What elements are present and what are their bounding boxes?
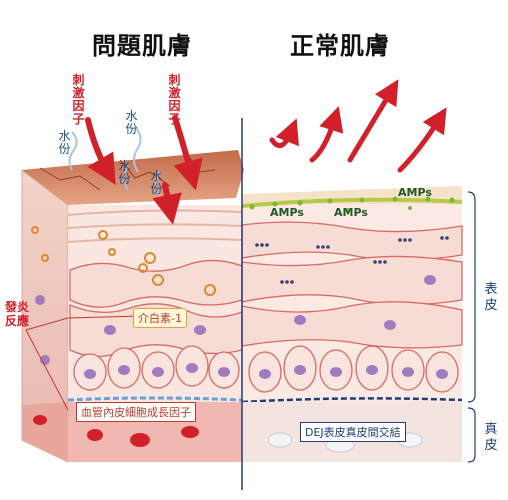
problem-skin-title: 問題肌膚 xyxy=(92,32,192,60)
inflammation-label: 發炎反應 xyxy=(4,300,29,328)
stimulus-label-1: 刺激因子 xyxy=(72,73,85,126)
water-label-2: 水份 xyxy=(125,109,138,136)
stimulus-label-2: 刺激因子 xyxy=(168,73,181,126)
epidermis-label: 表皮 xyxy=(484,282,498,313)
water-label-3: 水份 xyxy=(118,159,131,186)
amps-label-3: AMPs xyxy=(334,206,368,219)
lipid-markers xyxy=(255,236,449,284)
water-label-4: 水份 xyxy=(150,169,163,196)
layer-brackets xyxy=(467,191,476,463)
water-wisps xyxy=(68,127,161,197)
normal-skin-block xyxy=(241,186,463,462)
amps-label-1: AMPs xyxy=(398,186,432,199)
vegf-label: 血管內皮細胞成長因子 xyxy=(76,402,196,422)
stimulus-arrows xyxy=(85,115,203,225)
normal-skin-title: 正常肌膚 xyxy=(290,32,390,60)
water-label-1: 水份 xyxy=(58,129,71,156)
interleukin-label: 介白素-1 xyxy=(133,308,187,328)
deflected-stimulus-arrows xyxy=(269,79,447,173)
dej-label: DEJ表皮真皮間交結 xyxy=(300,422,406,442)
dermis-label: 真皮 xyxy=(484,422,498,453)
amps-label-2: AMPs xyxy=(270,206,304,219)
